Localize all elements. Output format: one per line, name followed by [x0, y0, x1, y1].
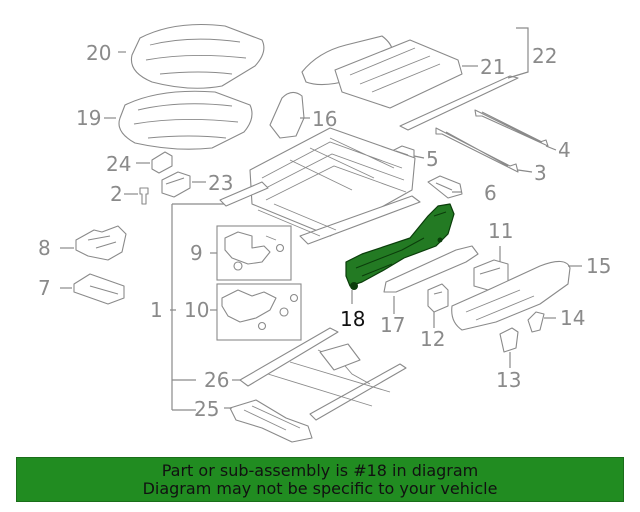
callout-12[interactable]: 12: [420, 327, 445, 351]
callout-11[interactable]: 11: [488, 219, 513, 243]
part-20-seat-cushion-pad: [130, 24, 265, 89]
part-3-rail: [435, 127, 519, 173]
callout-10[interactable]: 10: [184, 298, 209, 322]
callout-1[interactable]: 1: [150, 298, 163, 322]
callout-19[interactable]: 19: [76, 106, 101, 130]
callout-5[interactable]: 5: [426, 147, 439, 171]
part-15-detail: [465, 289, 535, 321]
callout-20[interactable]: 20: [86, 41, 111, 65]
part-22-mat: [301, 35, 519, 131]
part-25-base-plate: [229, 399, 313, 443]
part-15-side-shield: [451, 260, 571, 331]
callout-2[interactable]: 2: [110, 182, 123, 206]
callout-26[interactable]: 26: [204, 368, 229, 392]
callout-17[interactable]: 17: [380, 313, 405, 337]
callout-23[interactable]: 23: [208, 171, 233, 195]
disclaimer-banner: Part or sub-assembly is #18 in diagram D…: [16, 457, 624, 502]
callout-14[interactable]: 14: [560, 306, 585, 330]
callout-22[interactable]: 22: [532, 44, 557, 68]
callout-15[interactable]: 15: [586, 254, 611, 278]
part-26-seat-track: [239, 327, 407, 421]
callout-4[interactable]: 4: [558, 138, 571, 162]
seat-frame: [219, 127, 421, 245]
callout-25[interactable]: 25: [194, 397, 219, 421]
part-13-knob: [499, 327, 519, 353]
part-18-highlighted[interactable]: [345, 203, 455, 290]
part-9-assembly-box: [216, 225, 292, 281]
part-24-clip: [151, 151, 173, 174]
part-19-seat-cushion: [118, 90, 253, 150]
part-14-knob: [527, 311, 545, 333]
callout-24[interactable]: 24: [106, 152, 131, 176]
part-17-trim: [383, 245, 479, 293]
banner-line-1: Part or sub-assembly is #18 in diagram: [161, 460, 479, 480]
leader-lines: [60, 27, 582, 411]
callout-18[interactable]: 18: [340, 307, 365, 331]
part-16-cover: [269, 91, 305, 139]
callout-6[interactable]: 6: [484, 181, 497, 205]
seat-parts-diagram: 20 19 24 2 23 16 21 22 4 3 5 6 8 7 9 1 1…: [38, 24, 611, 443]
callout-21[interactable]: 21: [480, 55, 505, 79]
banner-line-2: Diagram may not be specific to your vehi…: [142, 478, 498, 498]
part-7-module: [73, 273, 125, 305]
part-6-cover: [427, 175, 463, 199]
part-8-bracket: [75, 225, 127, 261]
callout-7[interactable]: 7: [38, 276, 51, 300]
callout-labels: 20 19 24 2 23 16 21 22 4 3 5 6 8 7 9 1 1…: [38, 41, 611, 421]
part-23-bracket: [161, 171, 191, 198]
callout-13[interactable]: 13: [496, 368, 521, 392]
part-12-switch: [427, 283, 449, 313]
part-10-assembly-box: [216, 283, 302, 341]
callout-16[interactable]: 16: [312, 107, 337, 131]
part-2-screw: [139, 187, 149, 205]
callout-3[interactable]: 3: [534, 161, 547, 185]
part-4-rail: [474, 109, 549, 147]
callout-8[interactable]: 8: [38, 236, 51, 260]
callout-9[interactable]: 9: [190, 241, 203, 265]
